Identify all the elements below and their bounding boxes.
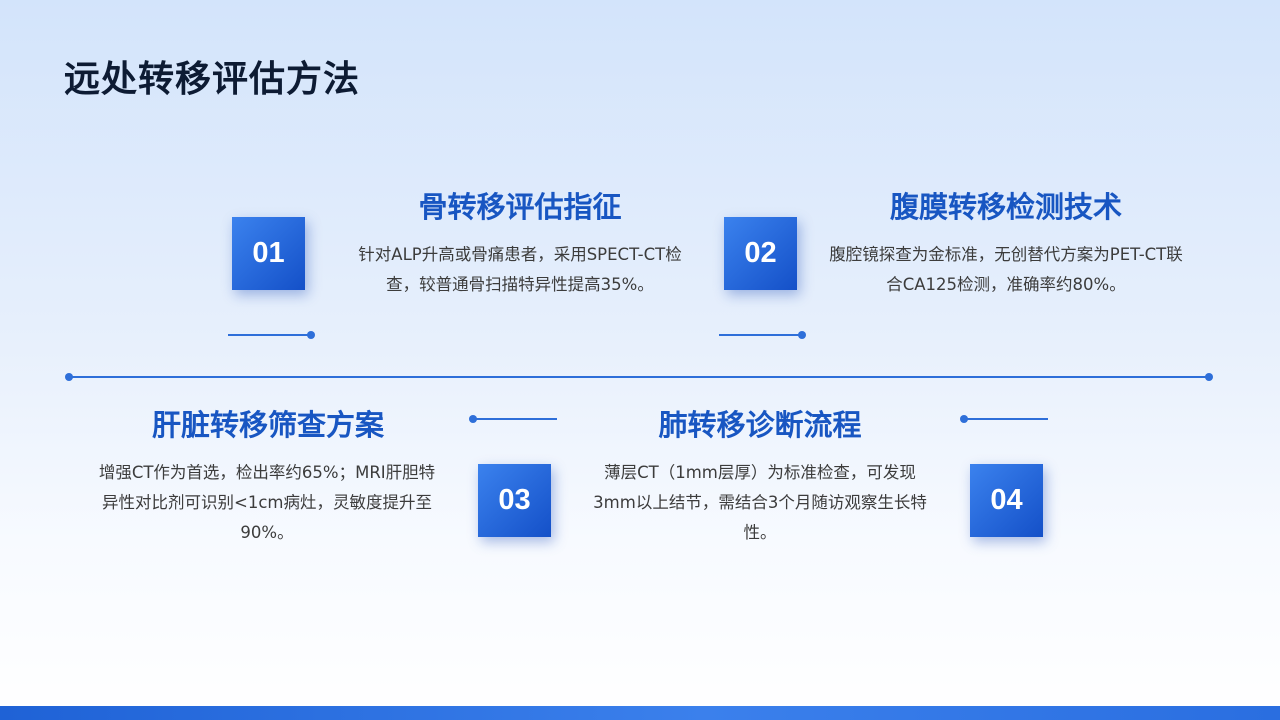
step-number-02: 02 <box>724 217 797 290</box>
item-title-lung-metastasis: 肺转移诊断流程 <box>658 408 862 442</box>
timeline-axis <box>68 376 1210 378</box>
item-desc-peritoneal-metastasis: 腹腔镜探查为金标准，无创替代方案为PET-CT联合CA125检测，准确率约80%… <box>829 245 1183 294</box>
connector-line-02 <box>719 334 801 336</box>
item-desc-lung-metastasis: 薄层CT（1mm层厚）为标准检查，可发现3mm以上结节，需结合3个月随访观察生长… <box>593 463 927 542</box>
step-number-01: 01 <box>232 217 305 290</box>
page-title: 远处转移评估方法 <box>64 59 361 100</box>
timeline-end-dot <box>1205 373 1213 381</box>
connector-line-01 <box>228 334 310 336</box>
timeline-start-dot <box>65 373 73 381</box>
item-title-bone-metastasis: 骨转移评估指征 <box>418 190 622 224</box>
item-desc-liver-metastasis: 增强CT作为首选，检出率约65%；MRI肝胆特异性对比剂可识别<1cm病灶，灵敏… <box>98 463 436 542</box>
connector-dot-01 <box>307 331 315 339</box>
connector-line-03 <box>473 418 557 420</box>
step-number-03: 03 <box>478 464 551 537</box>
footer-bar <box>0 706 1280 720</box>
step-number-04: 04 <box>970 464 1043 537</box>
item-desc-bone-metastasis: 针对ALP升高或骨痛患者，采用SPECT-CT检查，较普通骨扫描特异性提高35%… <box>358 245 682 294</box>
connector-dot-02 <box>798 331 806 339</box>
item-title-peritoneal-metastasis: 腹膜转移检测技术 <box>889 190 1122 224</box>
connector-line-04 <box>964 418 1048 420</box>
item-title-liver-metastasis: 肝脏转移筛查方案 <box>151 408 384 442</box>
